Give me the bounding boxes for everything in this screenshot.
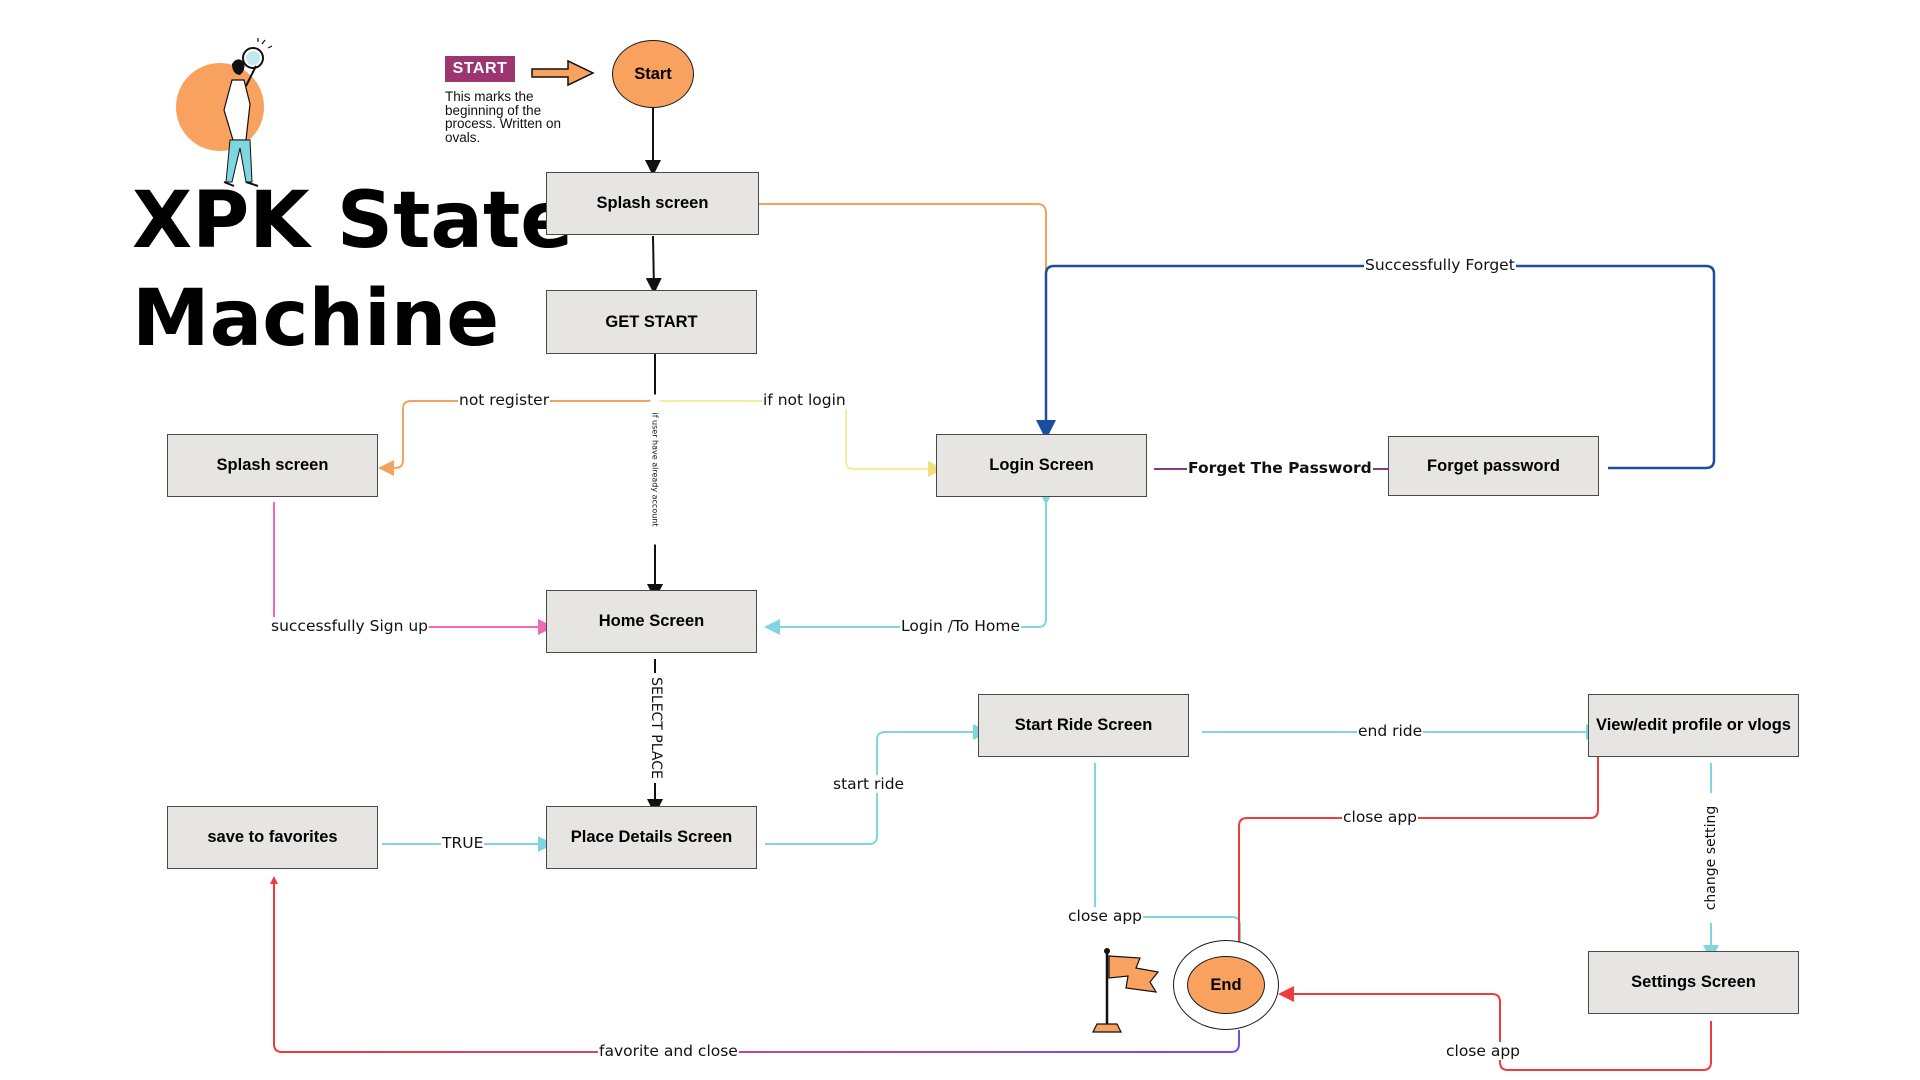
edge-label-if-not-login: if not login (762, 391, 847, 409)
edge-label-end-ride: end ride (1357, 722, 1424, 740)
edge-label-successfully-sign-up: successfully Sign up (270, 617, 430, 635)
edge-favorite-and-close-head (270, 876, 278, 884)
edge-sign-up (273, 502, 554, 635)
diagram-title-line1: XPK State (132, 176, 574, 266)
flag-icon (1092, 948, 1160, 1033)
edge-label-true: TRUE (441, 834, 485, 852)
node-settings[interactable]: Settings Screen (1588, 951, 1799, 1014)
node-splash-left[interactable]: Splash screen (167, 434, 378, 497)
node-favorites[interactable]: save to favorites (167, 806, 378, 869)
character-illustration (176, 38, 273, 187)
edge-successfully-forget (1036, 264, 1716, 470)
edge-label-close-app-ride: close app (1067, 907, 1144, 925)
edge-splash-getstart (645, 235, 662, 294)
edge-label-favorite-and-close: favorite and close (598, 1042, 739, 1060)
edge-splash-login-orange (759, 203, 1054, 439)
edge-if-not-login (655, 400, 944, 477)
edge-label-select-place: SELECT PLACE (648, 673, 664, 783)
legend-note: This marks the beginning of the process.… (445, 89, 562, 145)
node-place-details[interactable]: Place Details Screen (546, 806, 757, 869)
edge-label-start-ride: start ride (832, 775, 906, 793)
node-forget-password[interactable]: Forget password (1388, 436, 1599, 496)
edge-favorite-and-close (273, 882, 1240, 1053)
edge-label-close-app-settings: close app (1445, 1042, 1522, 1060)
edge-label-forget-the-password: Forget The Password (1187, 459, 1373, 477)
node-profile[interactable]: View/edit profile or vlogs (1588, 694, 1799, 757)
edge-label-change-setting: change setting (1703, 793, 1719, 923)
edge-label-login-to-home: Login /To Home (900, 617, 1021, 635)
node-login[interactable]: Login Screen (936, 434, 1147, 497)
node-start-ride[interactable]: Start Ride Screen (978, 694, 1189, 757)
edge-not-register (378, 354, 656, 476)
edge-label-successfully-forget: Successfully Forget (1364, 256, 1516, 274)
edge-label-already-account: if user have already account (650, 394, 660, 545)
edge-profile-close-app (1231, 731, 1605, 964)
node-splash-top[interactable]: Splash screen (546, 172, 759, 235)
edge-label-not-register: not register (458, 391, 551, 409)
edge-label-close-app-profile: close app (1342, 808, 1419, 826)
legend-arrow (531, 59, 595, 87)
edge-ride-close-app (1094, 763, 1248, 964)
edge-login-to-home (764, 489, 1054, 635)
node-end[interactable]: End (1187, 956, 1265, 1014)
node-start[interactable]: Start (612, 40, 694, 108)
legend-start-badge: START (445, 56, 515, 82)
node-get-start[interactable]: GET START (546, 290, 757, 354)
diagram-title-line2: Machine (132, 274, 500, 364)
edge-settings-close-app (1278, 986, 1712, 1071)
node-home[interactable]: Home Screen (546, 590, 757, 653)
